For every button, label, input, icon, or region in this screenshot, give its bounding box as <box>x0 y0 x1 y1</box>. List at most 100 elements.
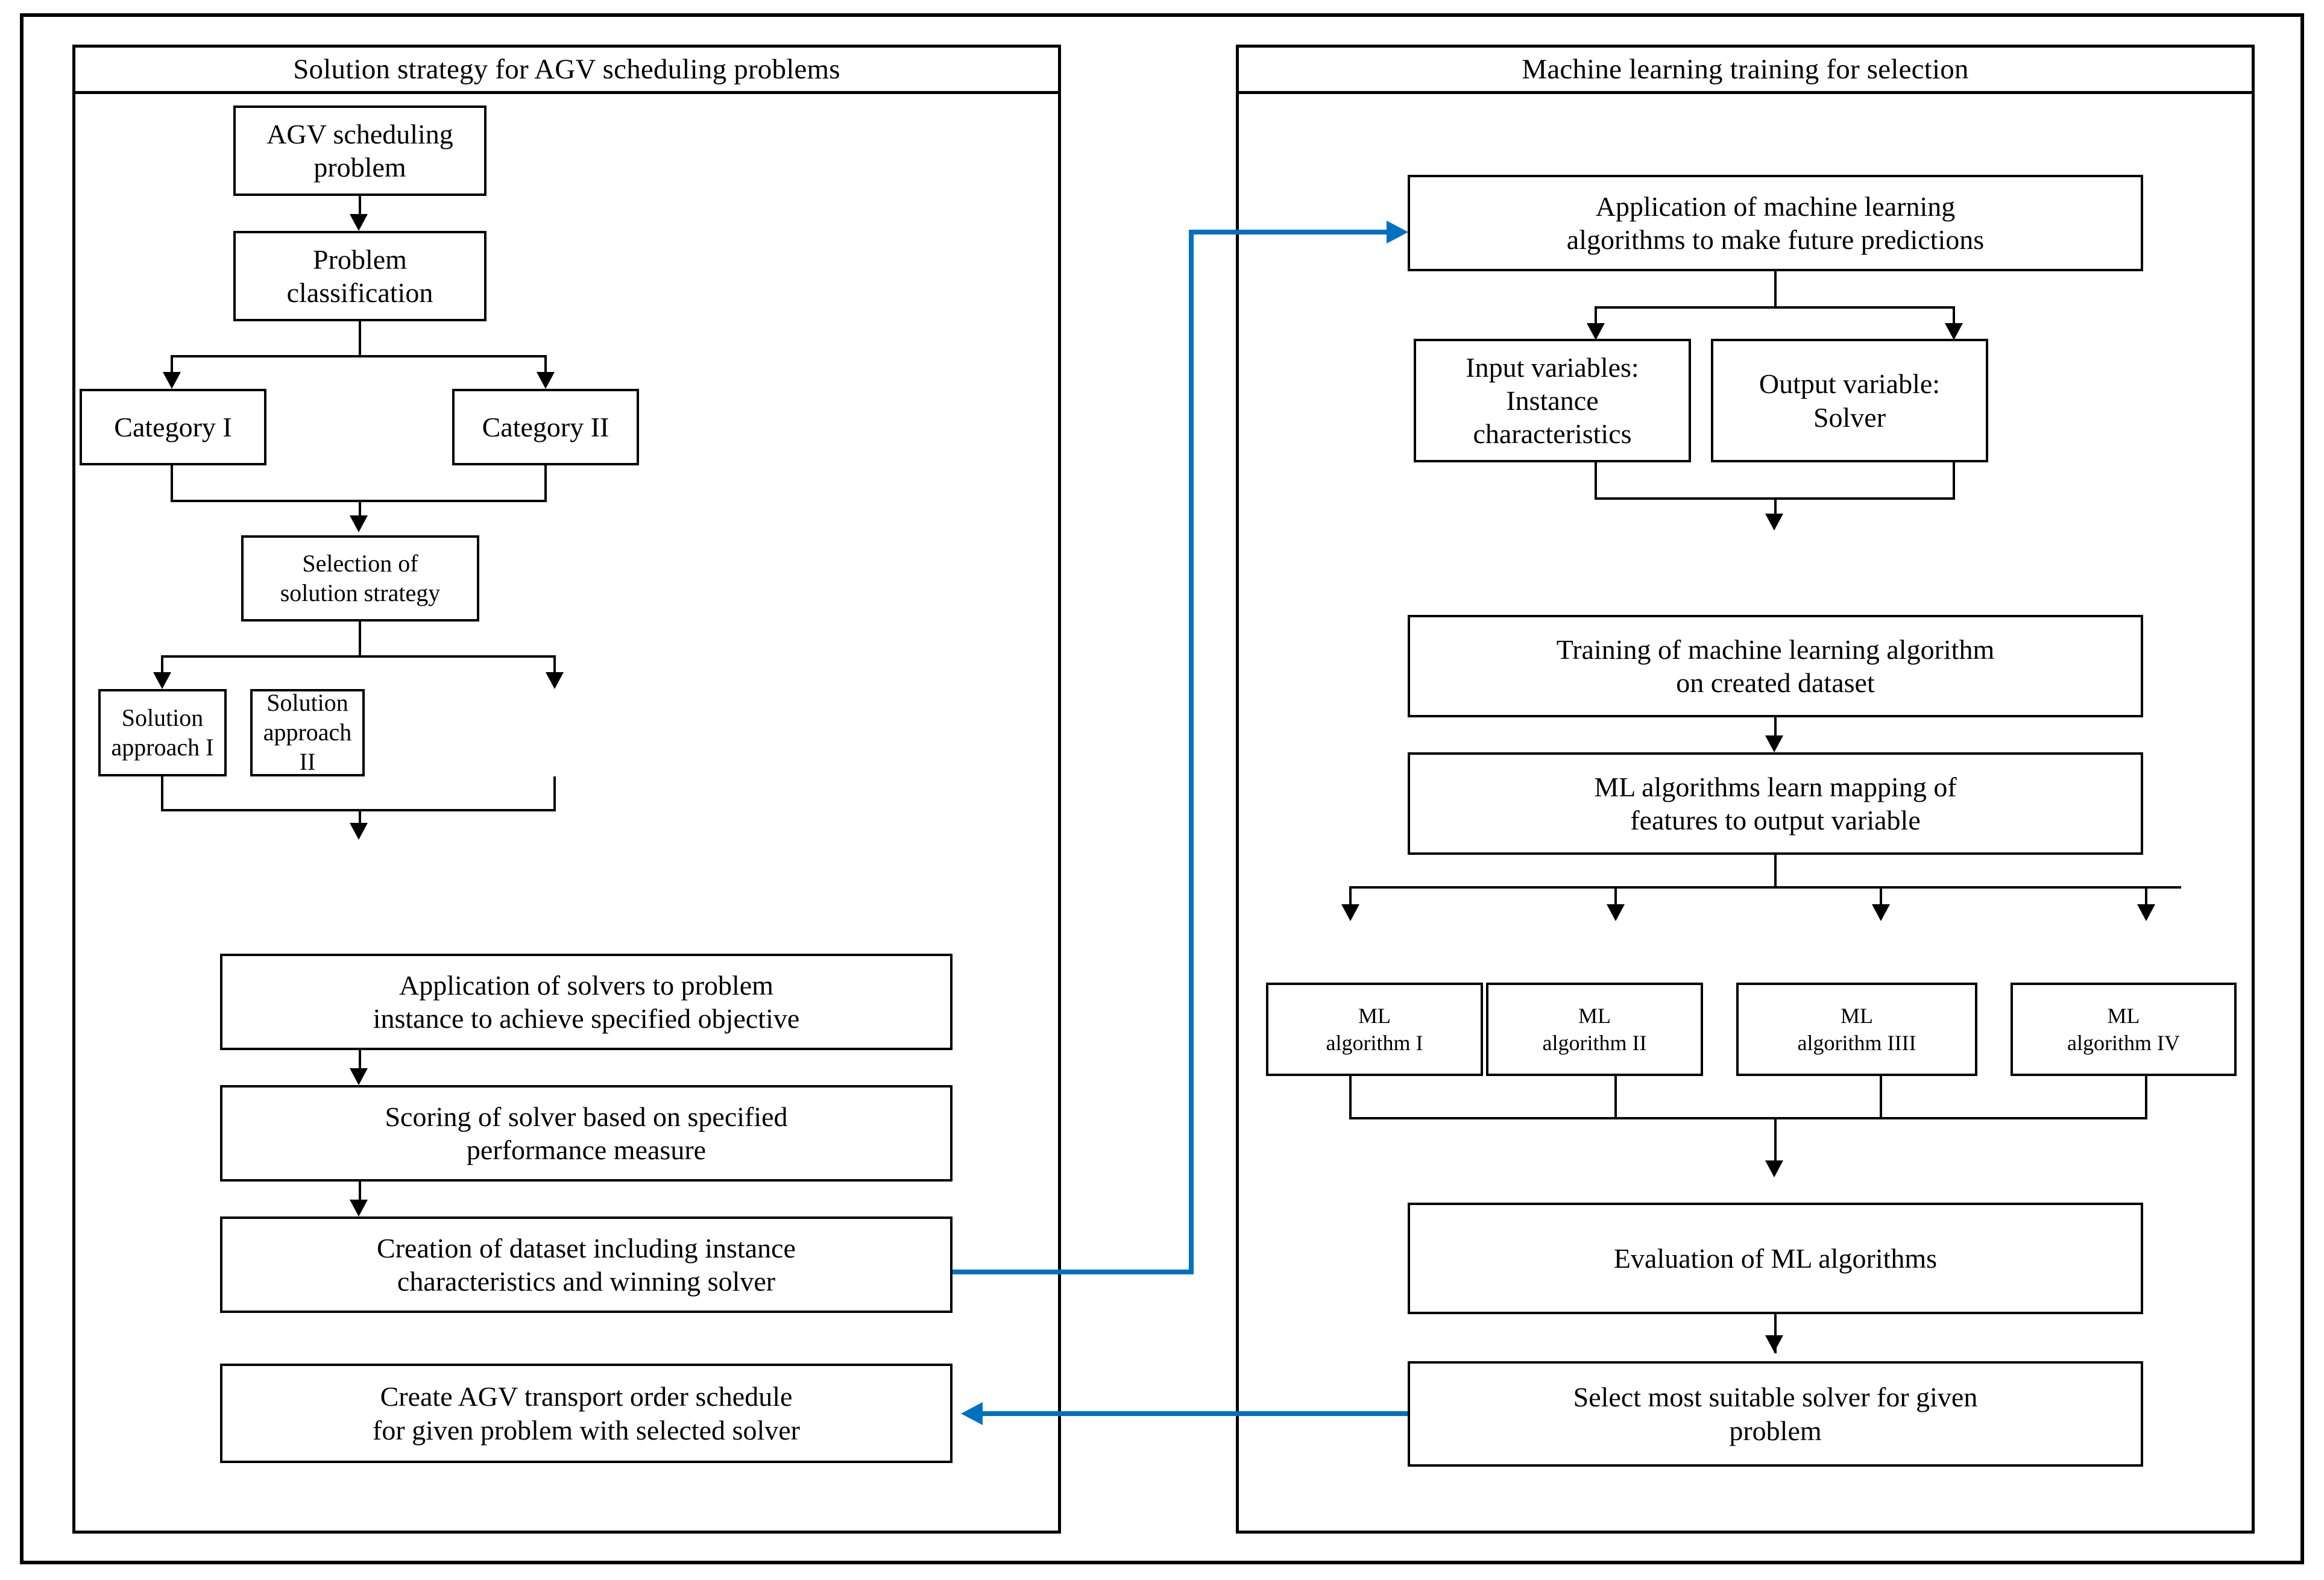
node-ml-learn-mapping-label: ML algorithms learn mapping of features … <box>1594 771 1957 836</box>
node-solution-approach-1[interactable]: Solution approach I <box>98 689 227 776</box>
connector-approach-2-down <box>553 776 556 811</box>
connector-approach-merge-bar <box>161 809 556 811</box>
connector-classification-split-bar <box>171 355 547 357</box>
node-selection-solution-strategy-label: Selection of solution strategy <box>280 549 441 606</box>
connector-to-ml-algorithm-4 <box>2145 886 2147 910</box>
arrowhead-to-select-solver <box>1765 1335 1783 1352</box>
arrowhead-to-creation-dataset <box>350 1200 368 1216</box>
connector-to-ml-algorithm-1 <box>1349 886 1352 910</box>
connector-to-input-variables <box>1595 306 1597 329</box>
connector-category-1-down <box>171 465 173 502</box>
node-application-ml[interactable]: Application of machine learning algorith… <box>1408 175 2143 271</box>
connector-classification-stem <box>359 321 361 356</box>
connector-merge-to-application <box>359 809 361 828</box>
connector-merge-to-evaluation <box>1774 1117 1777 1166</box>
connector-to-approach-1 <box>161 655 163 678</box>
node-ml-algorithm-1-label: ML algorithm I <box>1326 1003 1423 1055</box>
connector-ml-algorithm-4-down <box>2145 1076 2147 1119</box>
node-category-1[interactable]: Category I <box>80 389 266 465</box>
arrowhead-to-category-2 <box>537 372 555 389</box>
link-solver-to-schedule-arrowhead <box>961 1402 983 1425</box>
node-evaluation-ml[interactable]: Evaluation of ML algorithms <box>1408 1203 2143 1314</box>
connector-merge-to-training <box>1774 497 1777 518</box>
node-create-schedule-label: Create AGV transport order schedule for … <box>373 1381 800 1446</box>
arrowhead-to-category-1 <box>163 372 181 389</box>
link-solver-to-schedule-segment <box>983 1411 1408 1416</box>
node-category-1-label: Category I <box>114 411 232 442</box>
connector-training-to-mapping <box>1774 717 1777 744</box>
connector-category-2-down <box>544 465 547 502</box>
node-training-ml-label: Training of machine learning algorithm o… <box>1556 634 1995 698</box>
connector-input-down <box>1595 462 1597 500</box>
node-agv-scheduling-problem[interactable]: AGV scheduling problem <box>233 105 487 196</box>
arrowhead-to-ml-algorithm-1 <box>1341 904 1359 921</box>
arrowhead-to-input-variables <box>1587 323 1605 340</box>
node-select-solver-label: Select most suitable solver for given pr… <box>1573 1382 1978 1446</box>
arrowhead-to-training <box>1765 514 1783 530</box>
connector-application-to-scoring <box>359 1050 361 1077</box>
node-output-variable-label: Output variable: Solver <box>1759 368 1941 433</box>
arrowhead-to-output-variable <box>1945 323 1963 340</box>
link-dataset-to-ml-segment-h1 <box>953 1270 1194 1274</box>
connector-ml-algorithms-merge-bar <box>1349 1117 2147 1119</box>
node-scoring-solver-label: Scoring of solver based on specified per… <box>385 1101 788 1165</box>
node-agv-scheduling-problem-label: AGV scheduling problem <box>266 118 453 183</box>
node-scoring-solver[interactable]: Scoring of solver based on specified per… <box>220 1085 953 1182</box>
arrowhead-to-approach-1 <box>153 672 171 689</box>
node-training-ml[interactable]: Training of machine learning algorithm o… <box>1408 615 2143 717</box>
connector-application-ml-stem <box>1774 271 1777 309</box>
panel-left-title: Solution strategy for AGV scheduling pro… <box>293 53 840 85</box>
connector-to-ml-algorithm-3 <box>1880 886 1882 910</box>
connector-evaluation-to-select <box>1774 1314 1777 1353</box>
node-application-ml-label: Application of machine learning algorith… <box>1566 190 1985 255</box>
node-select-solver[interactable]: Select most suitable solver for given pr… <box>1408 1361 2143 1467</box>
connector-selection-stem <box>359 622 361 656</box>
node-input-variables[interactable]: Input variables: Instance characteristic… <box>1414 339 1691 462</box>
node-ml-algorithm-3-label: ML algorithm IIII <box>1797 1003 1916 1055</box>
node-application-solvers-label: Application of solvers to problem instan… <box>373 969 800 1034</box>
connector-merge-to-selection <box>359 500 361 521</box>
connector-ml-algorithm-3-down <box>1880 1076 1882 1119</box>
arrowhead-to-ml-algorithm-4 <box>2137 904 2155 921</box>
connector-ml-split-bar <box>1595 306 1955 309</box>
node-ml-algorithm-3[interactable]: ML algorithm IIII <box>1736 983 1977 1076</box>
connector-to-category-2 <box>544 355 547 378</box>
connector-selection-split-bar <box>161 655 556 658</box>
connector-ml-algorithm-2-down <box>1614 1076 1617 1119</box>
connector-problem-to-classification <box>359 196 361 221</box>
arrowhead-to-selection <box>350 515 368 532</box>
node-category-2[interactable]: Category II <box>452 389 639 465</box>
node-ml-algorithm-1[interactable]: ML algorithm I <box>1266 983 1483 1076</box>
node-application-solvers[interactable]: Application of solvers to problem instan… <box>220 954 953 1050</box>
node-selection-solution-strategy[interactable]: Selection of solution strategy <box>241 535 479 622</box>
link-dataset-to-ml-segment-h2 <box>1189 230 1388 234</box>
arrowhead-to-application-solvers <box>350 823 368 840</box>
node-input-variables-label: Input variables: Instance characteristic… <box>1466 351 1639 450</box>
node-ml-algorithm-4-label: ML algorithm IV <box>2067 1003 2180 1055</box>
node-ml-algorithm-4[interactable]: ML algorithm IV <box>2011 983 2237 1076</box>
arrowhead-to-classification <box>350 214 368 231</box>
node-solution-approach-2-label: Solution approach II <box>263 689 352 775</box>
node-creation-dataset[interactable]: Creation of dataset including instance c… <box>220 1216 953 1313</box>
node-ml-algorithm-2[interactable]: ML algorithm II <box>1486 983 1703 1076</box>
node-solution-approach-1-label: Solution approach I <box>111 703 214 761</box>
node-create-schedule[interactable]: Create AGV transport order schedule for … <box>220 1364 953 1463</box>
arrowhead-to-mapping <box>1765 735 1783 752</box>
connector-to-approach-2 <box>553 655 556 678</box>
node-category-2-label: Category II <box>482 411 609 442</box>
node-output-variable[interactable]: Output variable: Solver <box>1711 339 1988 462</box>
node-creation-dataset-label: Creation of dataset including instance c… <box>377 1232 796 1297</box>
link-dataset-to-ml-segment-v <box>1189 230 1194 1272</box>
node-solution-approach-2[interactable]: Solution approach II <box>250 689 365 776</box>
connector-mapping-stem <box>1774 855 1777 888</box>
arrowhead-to-scoring <box>350 1068 368 1085</box>
connector-ml-algorithm-1-down <box>1349 1076 1352 1119</box>
node-problem-classification-label: Problem classification <box>286 244 433 308</box>
node-problem-classification[interactable]: Problem classification <box>233 231 487 321</box>
connector-to-ml-algorithm-2 <box>1614 886 1617 910</box>
node-ml-learn-mapping[interactable]: ML algorithms learn mapping of features … <box>1408 752 2143 855</box>
arrowhead-to-ml-algorithm-2 <box>1607 904 1625 921</box>
node-evaluation-ml-label: Evaluation of ML algorithms <box>1613 1242 1938 1274</box>
connector-to-output-variable <box>1953 306 1955 329</box>
